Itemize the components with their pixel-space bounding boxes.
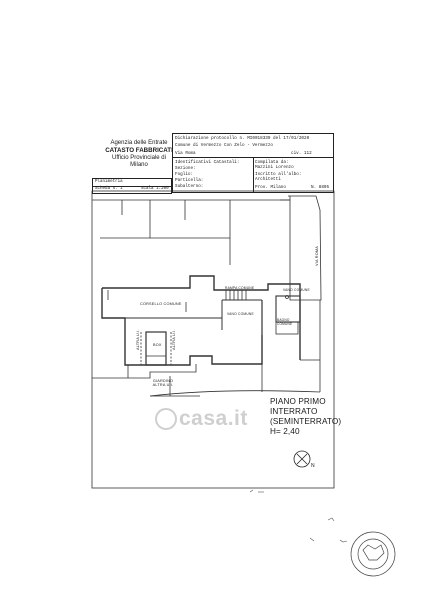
floor-level-label: PIANO PRIMO INTERRATO (SEMINTERRATO) H= … [270,397,341,437]
particella-label: Particella: [175,178,204,183]
ramp-label: RAMPA COMUNE [225,286,255,290]
header-box: Dichiarazione protocollo n. MI0018339 de… [172,133,334,193]
watermark: casa.it [155,407,248,431]
scheda-number: Scheda n. 1 [95,187,123,191]
identificativi-label: Identificativi Catastali: [175,160,240,165]
iscritto-label: Iscritto all'albo: [255,172,302,177]
building-wall [101,288,263,366]
garden-boundary [92,364,197,379]
comune-line: Comune di Vermezzo Con Zelo - Vermezzo [175,143,273,148]
north-label: N [311,463,315,469]
floor-line-2: INTERRATO [270,407,318,416]
curved-boundary [149,390,321,397]
scheda-divider [93,186,171,187]
floor-line-1: PIANO PRIMO [270,397,326,406]
scheda-box: Planimetria Scheda n. 1 Scala 1:200 [92,178,172,194]
catasto-title: CATASTO FABBRICATI [105,147,173,155]
stamp-seal [350,531,396,577]
ufficio-line: Ufficio Provinciale di [112,154,166,161]
protocol-label: Dichiarazione protocollo n. [175,136,245,141]
scale-label: Scala 1:200 [141,187,169,191]
protocol-number: MI0018339 [247,136,271,141]
provincia-value: Prov. Milano [255,185,286,190]
subalterno-label: Subalterno: [175,184,204,189]
vano-scale-label: VANO COMUNE [283,288,310,292]
civ-value: 112 [303,151,312,156]
address-line: Via Roma [175,151,196,156]
scribble-marks [249,489,348,543]
compilata-label: Compilata da: [255,160,289,165]
box-unit [145,331,167,366]
box-label: BOX [153,343,162,347]
compilatore-name: Mazzini Lorenzo [255,165,294,170]
north-arrow [293,450,311,468]
altra-ui-label-left: ALTRA U.I. [136,329,140,350]
bagno-label: BAGNO COMUNE [277,318,293,326]
building-wall [102,275,301,360]
vano-comune-label: VANO COMUNE [227,312,254,316]
city-line: Milano [130,162,148,169]
sezione-label: Sezione: [175,166,196,171]
corridor-label: CORSELLO COMUNE [140,302,182,306]
street-label: VIA ROMA [315,246,319,266]
altra-ui-label-right: ALTRA U.I. [172,329,176,350]
date-label: del [273,136,281,141]
floor-line-3: (SEMINTERRATO) [270,417,342,426]
floor-height: H= 2,40 [270,427,300,436]
albo-value: Architetti [255,177,281,182]
garden-label: GIARDINO ALTRA U.I. [152,379,174,387]
ramp-block [225,289,247,301]
protocol-date: 17/01/2020 [283,136,310,141]
agency-block: Agenzia delle Entrate CATASTO FABBRICATI… [96,140,182,170]
civ-label: civ. [291,151,302,156]
bagno-room [275,321,299,335]
road-outline [288,195,322,301]
albo-number: N. 8805 [311,185,330,190]
fixture [285,295,289,299]
scheda-title: Planimetria [95,180,123,184]
header-divider [173,157,333,158]
agency-name: Agenzia delle Entrate [110,140,168,146]
header-column-divider [253,158,254,192]
watermark-text: casa.it [179,407,248,430]
foglio-label: Foglio: [175,172,194,177]
plan-frame [91,190,335,489]
watermark-logo-icon [155,408,177,431]
